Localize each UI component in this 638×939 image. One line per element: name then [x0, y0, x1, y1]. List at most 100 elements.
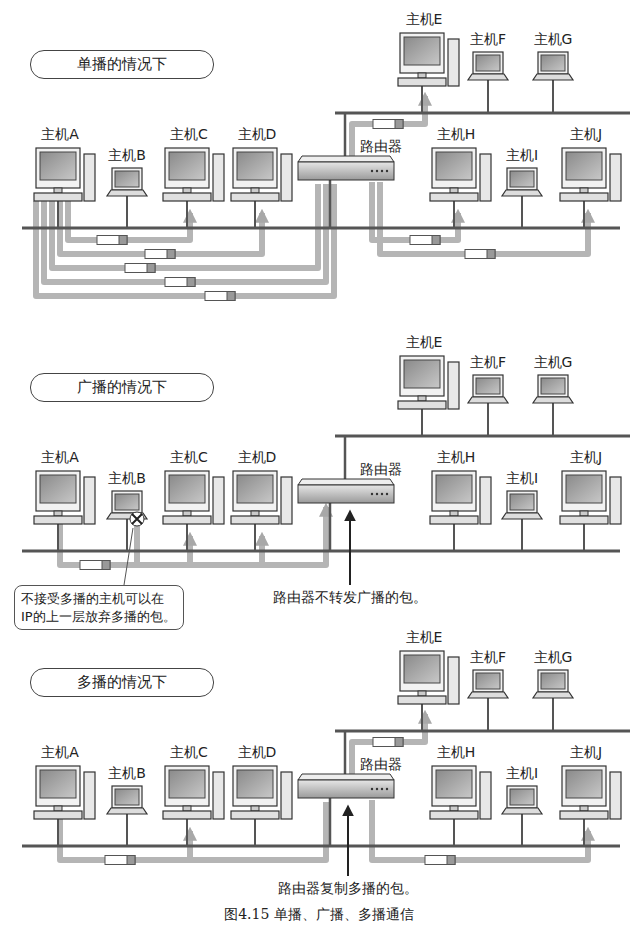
network-line [22, 845, 620, 848]
packet-route [352, 96, 425, 158]
desktop-computer [430, 766, 491, 819]
desktop-computer [560, 471, 621, 524]
desktop-computer [163, 766, 224, 819]
callout-box: 不接受多播的主机可以在 IP的上一层放弃多播的包。 [14, 585, 184, 630]
laptop-computer [502, 786, 542, 814]
network-panel [22, 651, 630, 876]
packet-route [352, 714, 425, 776]
host-name: 主机F [468, 31, 508, 48]
desktop-computer [34, 148, 95, 201]
packet [373, 738, 403, 747]
section-title-pill: 广播的情况下 [30, 373, 214, 402]
host-name: 主机H [435, 126, 478, 143]
host-name: 主机D [236, 449, 279, 466]
host-name: 主机A [39, 126, 81, 143]
laptop-computer [107, 786, 147, 814]
figure-caption: 图4.15 单播、广播、多播通信 [224, 906, 414, 923]
desktop-computer [398, 33, 459, 86]
host-name: 主机G [532, 354, 575, 371]
section-title: 广播的情况下 [31, 378, 213, 397]
packet [373, 120, 403, 129]
host-name: 主机D [236, 744, 279, 761]
packet [125, 264, 155, 273]
host-name: 主机C [168, 449, 210, 466]
laptop-computer [533, 670, 573, 698]
desktop-computer [231, 766, 292, 819]
desktop-computer [398, 356, 459, 409]
laptop-computer [502, 491, 542, 519]
network-line [22, 550, 620, 553]
router-symbol [298, 156, 394, 180]
host-name: 主机B [106, 470, 148, 487]
host-name: 主机A [39, 449, 81, 466]
host-name: 主机D [236, 126, 279, 143]
network-panel [22, 33, 630, 301]
router-symbol [298, 479, 394, 503]
router-name: 路由器 [358, 756, 404, 773]
laptop-computer [533, 375, 573, 403]
desktop-computer [34, 471, 95, 524]
network-line [335, 730, 630, 733]
router-name: 路由器 [358, 461, 404, 478]
desktop-computer [430, 148, 491, 201]
callout-text: 不接受多播的主机可以在 IP的上一层放弃多播的包。 [21, 590, 177, 625]
network-panel [22, 356, 630, 585]
host-name: 主机I [504, 147, 540, 164]
router-symbol [298, 774, 394, 798]
packet [205, 292, 235, 301]
desktop-computer [231, 148, 292, 201]
pointer-arrow [347, 808, 349, 876]
host-name: 主机E [404, 11, 445, 28]
router-name: 路由器 [358, 138, 404, 155]
section-title: 单播的情况下 [31, 55, 213, 74]
host-name: 主机C [168, 126, 210, 143]
desktop-computer [34, 766, 95, 819]
host-name: 主机E [404, 334, 445, 351]
packet [97, 236, 127, 245]
note-text: 路由器复制多播的包。 [276, 880, 420, 897]
network-line [335, 435, 630, 438]
network-line [335, 112, 630, 115]
host-name: 主机A [39, 744, 81, 761]
packet [410, 236, 440, 245]
leader-line [124, 528, 133, 585]
laptop-computer [533, 52, 573, 80]
laptop-computer [502, 168, 542, 196]
desktop-computer [430, 471, 491, 524]
host-name: 主机F [468, 354, 508, 371]
laptop-computer [468, 670, 508, 698]
packet [465, 250, 495, 259]
host-name: 主机I [504, 470, 540, 487]
packet-route [134, 523, 140, 565]
host-name: 主机J [568, 126, 604, 143]
packet-route [372, 182, 458, 240]
desktop-computer [163, 471, 224, 524]
host-name: 主机C [168, 744, 210, 761]
network-line [22, 227, 620, 230]
host-name: 主机F [468, 649, 508, 666]
laptop-computer [468, 375, 508, 403]
packet [425, 856, 455, 865]
desktop-computer [163, 148, 224, 201]
note-text: 路由器不转发广播的包。 [271, 589, 429, 606]
host-name: 主机E [404, 629, 445, 646]
laptop-computer [468, 52, 508, 80]
section-title: 多播的情况下 [31, 673, 213, 692]
desktop-computer [231, 471, 292, 524]
host-name: 主机J [568, 744, 604, 761]
desktop-computer [560, 766, 621, 819]
desktop-computer [398, 651, 459, 704]
host-name: 主机G [532, 649, 575, 666]
packet [80, 561, 110, 570]
section-title-pill: 单播的情况下 [30, 50, 214, 79]
packet [105, 856, 135, 865]
packet [145, 250, 175, 259]
host-name: 主机I [504, 765, 540, 782]
host-name: 主机G [532, 31, 575, 48]
pointer-arrow [349, 513, 351, 585]
host-name: 主机B [106, 147, 148, 164]
host-name: 主机H [435, 449, 478, 466]
packet [165, 278, 195, 287]
